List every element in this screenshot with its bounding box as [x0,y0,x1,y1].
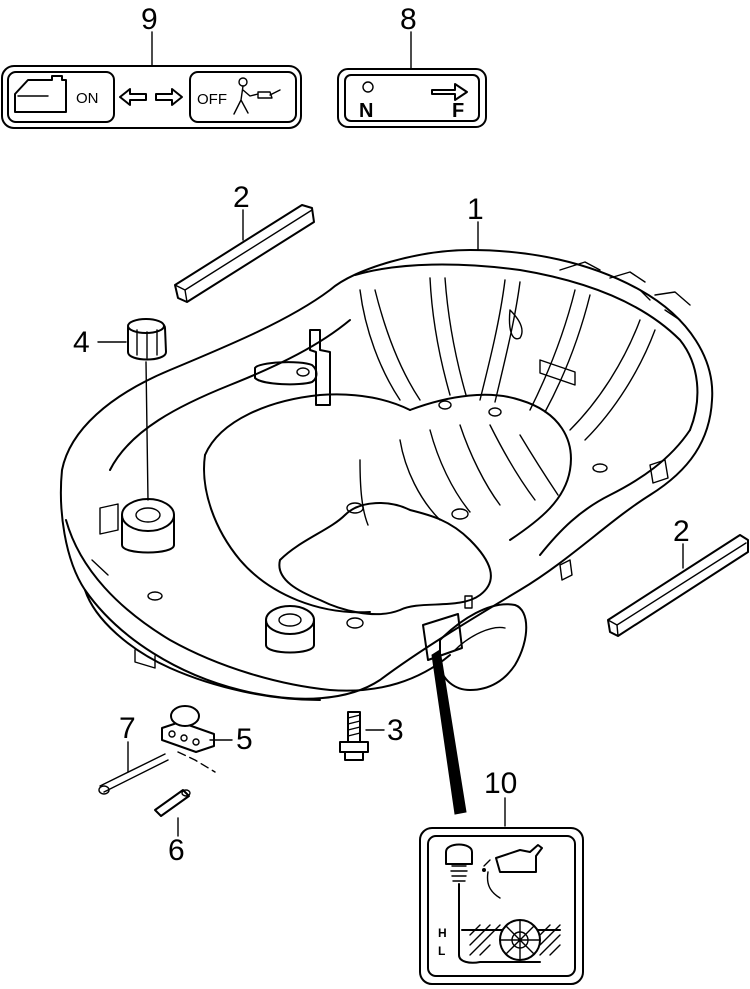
decal-10: H L [419,827,584,985]
forward-arrow-icon [431,83,468,101]
callout-10: 10 [484,767,517,800]
callout-8: 8 [400,3,417,36]
callout-5: 5 [236,723,253,756]
off-text: OFF [197,91,227,108]
neutral-circle-icon [362,81,374,93]
seal-strip-part-2-lower [607,534,749,637]
double-arrow-icon [119,88,183,106]
dipstick-icon [445,843,541,964]
n-text: N [359,100,373,122]
fuel-tank-icon [14,75,67,113]
l-text: L [438,944,445,958]
walking-person-icon [233,77,281,115]
f-text: F [452,100,464,122]
gear-icon [499,919,541,961]
h-text: H [438,926,447,940]
clamp-part-5 [161,705,216,773]
bottom-cover-part-1 [59,249,714,701]
oil-can-icon [482,844,543,899]
cap-part-4 [127,318,167,501]
callout-6: 6 [168,834,185,867]
callout-2-lower: 2 [673,515,690,548]
callout-3: 3 [387,714,404,747]
seal-strip-part-2-upper [174,204,315,303]
callout-7: 7 [119,712,136,745]
oil-level-hatch [469,924,561,956]
pin-part-6 [154,789,191,817]
leader-lines [97,31,684,837]
callout-4: 4 [73,326,90,359]
callout-9: 9 [141,3,158,36]
on-text: ON [76,90,99,107]
callout-1: 1 [467,193,484,226]
cotter-pin-part-7 [98,753,169,795]
decal-9: ON OFF [1,65,302,129]
bolt-part-3 [339,711,369,761]
callout-2-upper: 2 [233,181,250,214]
decal-8: N F [337,68,487,128]
callout-numbers: 9 8 1 2 2 4 3 5 7 6 10 [73,3,690,867]
